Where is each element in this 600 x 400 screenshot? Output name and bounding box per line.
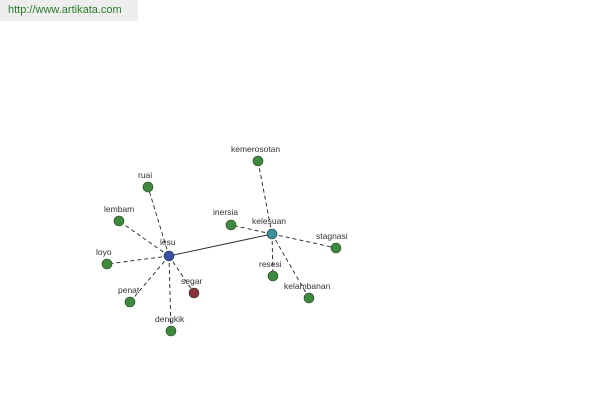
node-penat[interactable]: penat	[118, 285, 140, 308]
edge-lesu-segar	[168, 255, 195, 294]
source-url-link[interactable]: http://www.artikata.com	[0, 0, 138, 21]
node-resesi[interactable]: resesi	[259, 259, 282, 282]
node-lesu[interactable]: lesu	[160, 237, 176, 262]
node-kelambanan[interactable]: kelambanan	[284, 281, 331, 304]
edge-kelesuan-inersia	[230, 224, 273, 235]
node-circle-kelambanan[interactable]	[303, 292, 315, 304]
node-label-lesu: lesu	[160, 237, 176, 247]
edge-lesu-loyo	[106, 255, 170, 265]
edge-kelesuan-stagnasi	[271, 233, 337, 249]
node-inersia[interactable]: inersia	[213, 207, 238, 231]
node-label-kelesuan: kelesuan	[252, 216, 286, 226]
edge-lesu-penat	[129, 255, 170, 303]
node-layer: lesu kelesuan ruai lembam loyo penat dengkik se…	[96, 144, 348, 337]
node-lembam[interactable]: lembam	[104, 204, 134, 227]
node-label-resesi: resesi	[259, 259, 282, 269]
node-circle-segar[interactable]	[188, 287, 200, 299]
node-label-ruai: ruai	[138, 170, 152, 180]
node-circle-stagnasi[interactable]	[330, 242, 342, 254]
node-dengkik[interactable]: dengkik	[155, 314, 185, 337]
node-label-stagnasi: stagnasi	[316, 231, 348, 241]
edge-kelesuan-kelambanan	[271, 233, 310, 299]
node-circle-loyo[interactable]	[101, 258, 113, 270]
node-circle-kemerosotan[interactable]	[252, 155, 264, 167]
node-label-dengkik: dengkik	[155, 314, 185, 324]
node-segar[interactable]: segar	[181, 276, 202, 299]
node-stagnasi[interactable]: stagnasi	[316, 231, 348, 254]
node-label-kemerosotan: kemerosotan	[231, 144, 280, 154]
edge-lesu-kelesuan	[168, 233, 273, 257]
node-kemerosotan[interactable]: kemerosotan	[231, 144, 280, 167]
edge-layer	[106, 160, 337, 332]
node-circle-lesu[interactable]	[163, 250, 175, 262]
node-circle-lembam[interactable]	[113, 215, 125, 227]
node-kelesuan[interactable]: kelesuan	[252, 216, 286, 240]
node-loyo[interactable]: loyo	[96, 247, 113, 270]
node-circle-dengkik[interactable]	[165, 325, 177, 337]
node-circle-resesi[interactable]	[267, 270, 279, 282]
edge-lesu-ruai	[147, 186, 170, 257]
node-circle-penat[interactable]	[124, 296, 136, 308]
edge-kelesuan-kemerosotan	[257, 160, 273, 235]
node-label-segar: segar	[181, 276, 202, 286]
node-label-loyo: loyo	[96, 247, 112, 257]
edge-lesu-dengkik	[168, 255, 172, 332]
edge-kelesuan-resesi	[271, 233, 274, 277]
node-label-penat: penat	[118, 285, 140, 295]
node-label-kelambanan: kelambanan	[284, 281, 331, 291]
node-label-inersia: inersia	[213, 207, 238, 217]
node-circle-ruai[interactable]	[142, 181, 154, 193]
node-label-lembam: lembam	[104, 204, 134, 214]
node-circle-inersia[interactable]	[225, 219, 237, 231]
node-ruai[interactable]: ruai	[138, 170, 154, 193]
node-circle-kelesuan[interactable]	[266, 228, 278, 240]
edge-lesu-lembam	[118, 220, 170, 257]
